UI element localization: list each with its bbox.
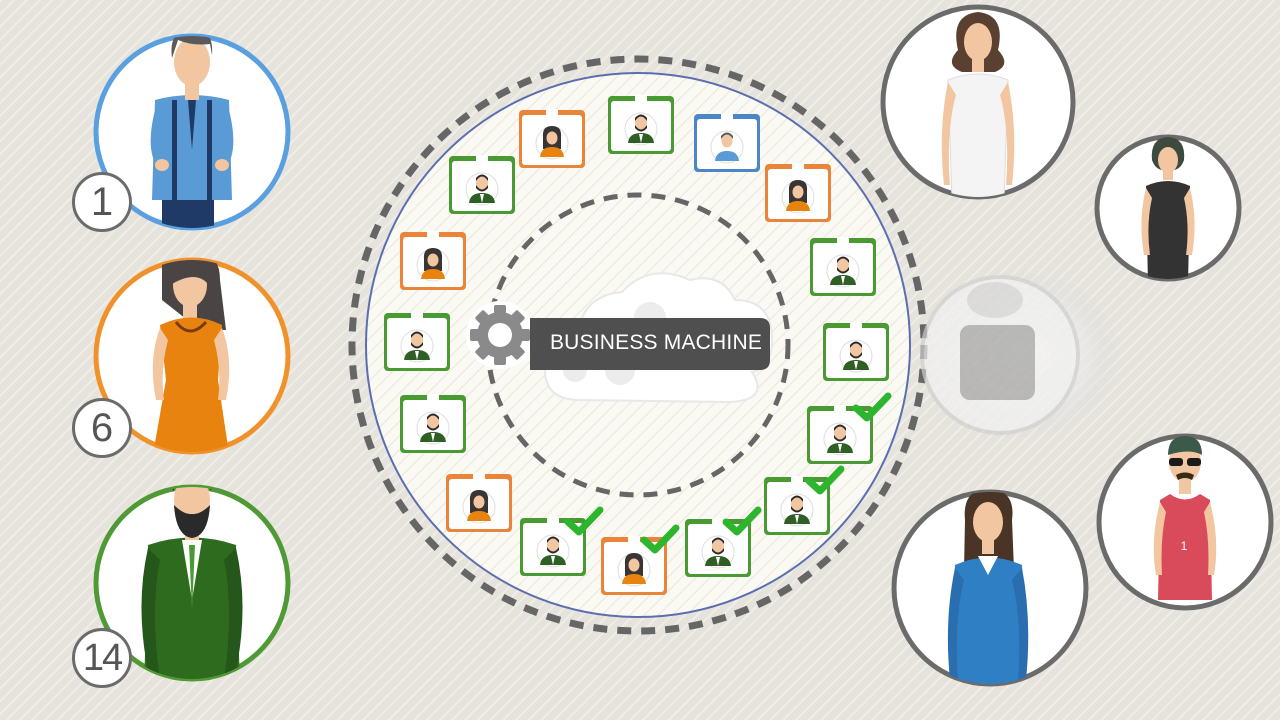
badge-green — [810, 236, 876, 296]
person-6-avatar — [93, 257, 291, 455]
badge-green — [807, 404, 873, 464]
badge-orange — [400, 230, 466, 290]
badge-orange — [519, 108, 585, 168]
person-woman-black-dress-avatar — [1094, 134, 1242, 282]
gear-icon — [466, 301, 534, 369]
person-1-avatar — [93, 33, 291, 231]
badge-blue — [694, 112, 760, 172]
machine-label-pill — [530, 318, 770, 370]
badge-green — [823, 321, 889, 381]
badge-ring — [384, 94, 889, 595]
badge-orange — [446, 472, 512, 532]
person-tank-top-man-avatar: 1 — [1096, 433, 1274, 611]
person-number-badge: 1 — [72, 172, 132, 232]
machine-label: BUSINESS MACHINE — [549, 331, 763, 354]
badge-green — [608, 94, 674, 154]
badge-green — [520, 516, 586, 576]
person-number-badge: 14 — [72, 628, 132, 688]
person-number-badge: 6 — [72, 398, 132, 458]
badge-green — [764, 475, 830, 535]
badge-orange — [765, 162, 831, 222]
badge-green — [400, 393, 466, 453]
svg-text:1: 1 — [1181, 539, 1188, 553]
person-14-avatar — [93, 484, 291, 682]
badge-green — [384, 311, 450, 371]
badge-green — [449, 154, 515, 214]
person-flight-attendant-avatar — [891, 489, 1089, 687]
person-woman-white-dress-avatar — [880, 4, 1076, 200]
badge-orange — [601, 535, 667, 595]
moving-avatar-blur — [920, 270, 1120, 440]
